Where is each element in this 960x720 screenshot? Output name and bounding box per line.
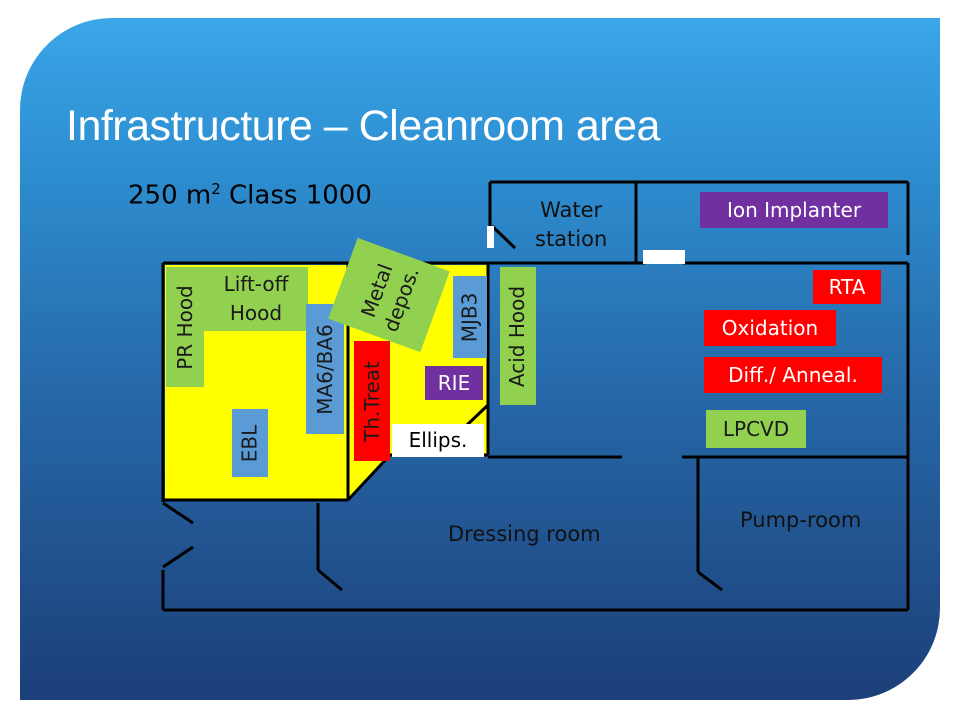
opening-water (487, 226, 494, 248)
pump-room-label: Pump-room (740, 508, 862, 532)
door-water-station (490, 224, 517, 250)
ma6-ba6: MA6/BA6 (306, 304, 344, 434)
lpcvd: LPCVD (706, 410, 806, 448)
walls (161, 180, 910, 612)
ellips: Ellips. (392, 424, 484, 457)
mjb3: MJB3 (453, 276, 487, 358)
metal-depos-label: Metal depos. (356, 260, 424, 335)
th-treat-label: Th.Treat (359, 360, 384, 442)
mjb3-label: MJB3 (457, 292, 482, 342)
door-entrance-lower (162, 545, 194, 569)
pr-hood-label: PR Hood (172, 284, 197, 370)
ebl-label: EBL (237, 424, 262, 462)
rie: RIE (425, 366, 483, 400)
door-pump-room (697, 570, 723, 592)
diff-anneal: Diff./ Anneal. (704, 357, 882, 393)
opening-top (643, 250, 685, 264)
slide-title: Infrastructure – Cleanroom area (66, 102, 660, 150)
oxidation: Oxidation (704, 310, 836, 346)
wall-diagonal (346, 453, 392, 502)
ion-implanter: Ion Implanter (700, 192, 888, 228)
rta: RTA (813, 270, 881, 304)
pr-hood: PR Hood (166, 267, 204, 387)
area-unit-exponent: 2 (211, 180, 221, 198)
water-station-label: Water station (535, 198, 608, 251)
th-treat: Th.Treat (354, 341, 390, 461)
liftoff-hood: Lift-off Hood (204, 267, 308, 331)
class-label: Class 1000 (220, 180, 372, 211)
acid-hood-label: Acid Hood (505, 285, 530, 387)
dressing-room-label: Dressing room (448, 522, 601, 546)
door-dressing (317, 568, 343, 592)
door-entrance-upper (162, 501, 194, 525)
ma6-ba6-label: MA6/BA6 (312, 323, 337, 415)
area-subtitle: 250 m2 Class 1000 (128, 180, 372, 211)
acid-hood: Acid Hood (500, 267, 536, 405)
ebl: EBL (232, 409, 268, 477)
area-value: 250 m (128, 180, 212, 211)
door-cleanroom (465, 403, 490, 427)
